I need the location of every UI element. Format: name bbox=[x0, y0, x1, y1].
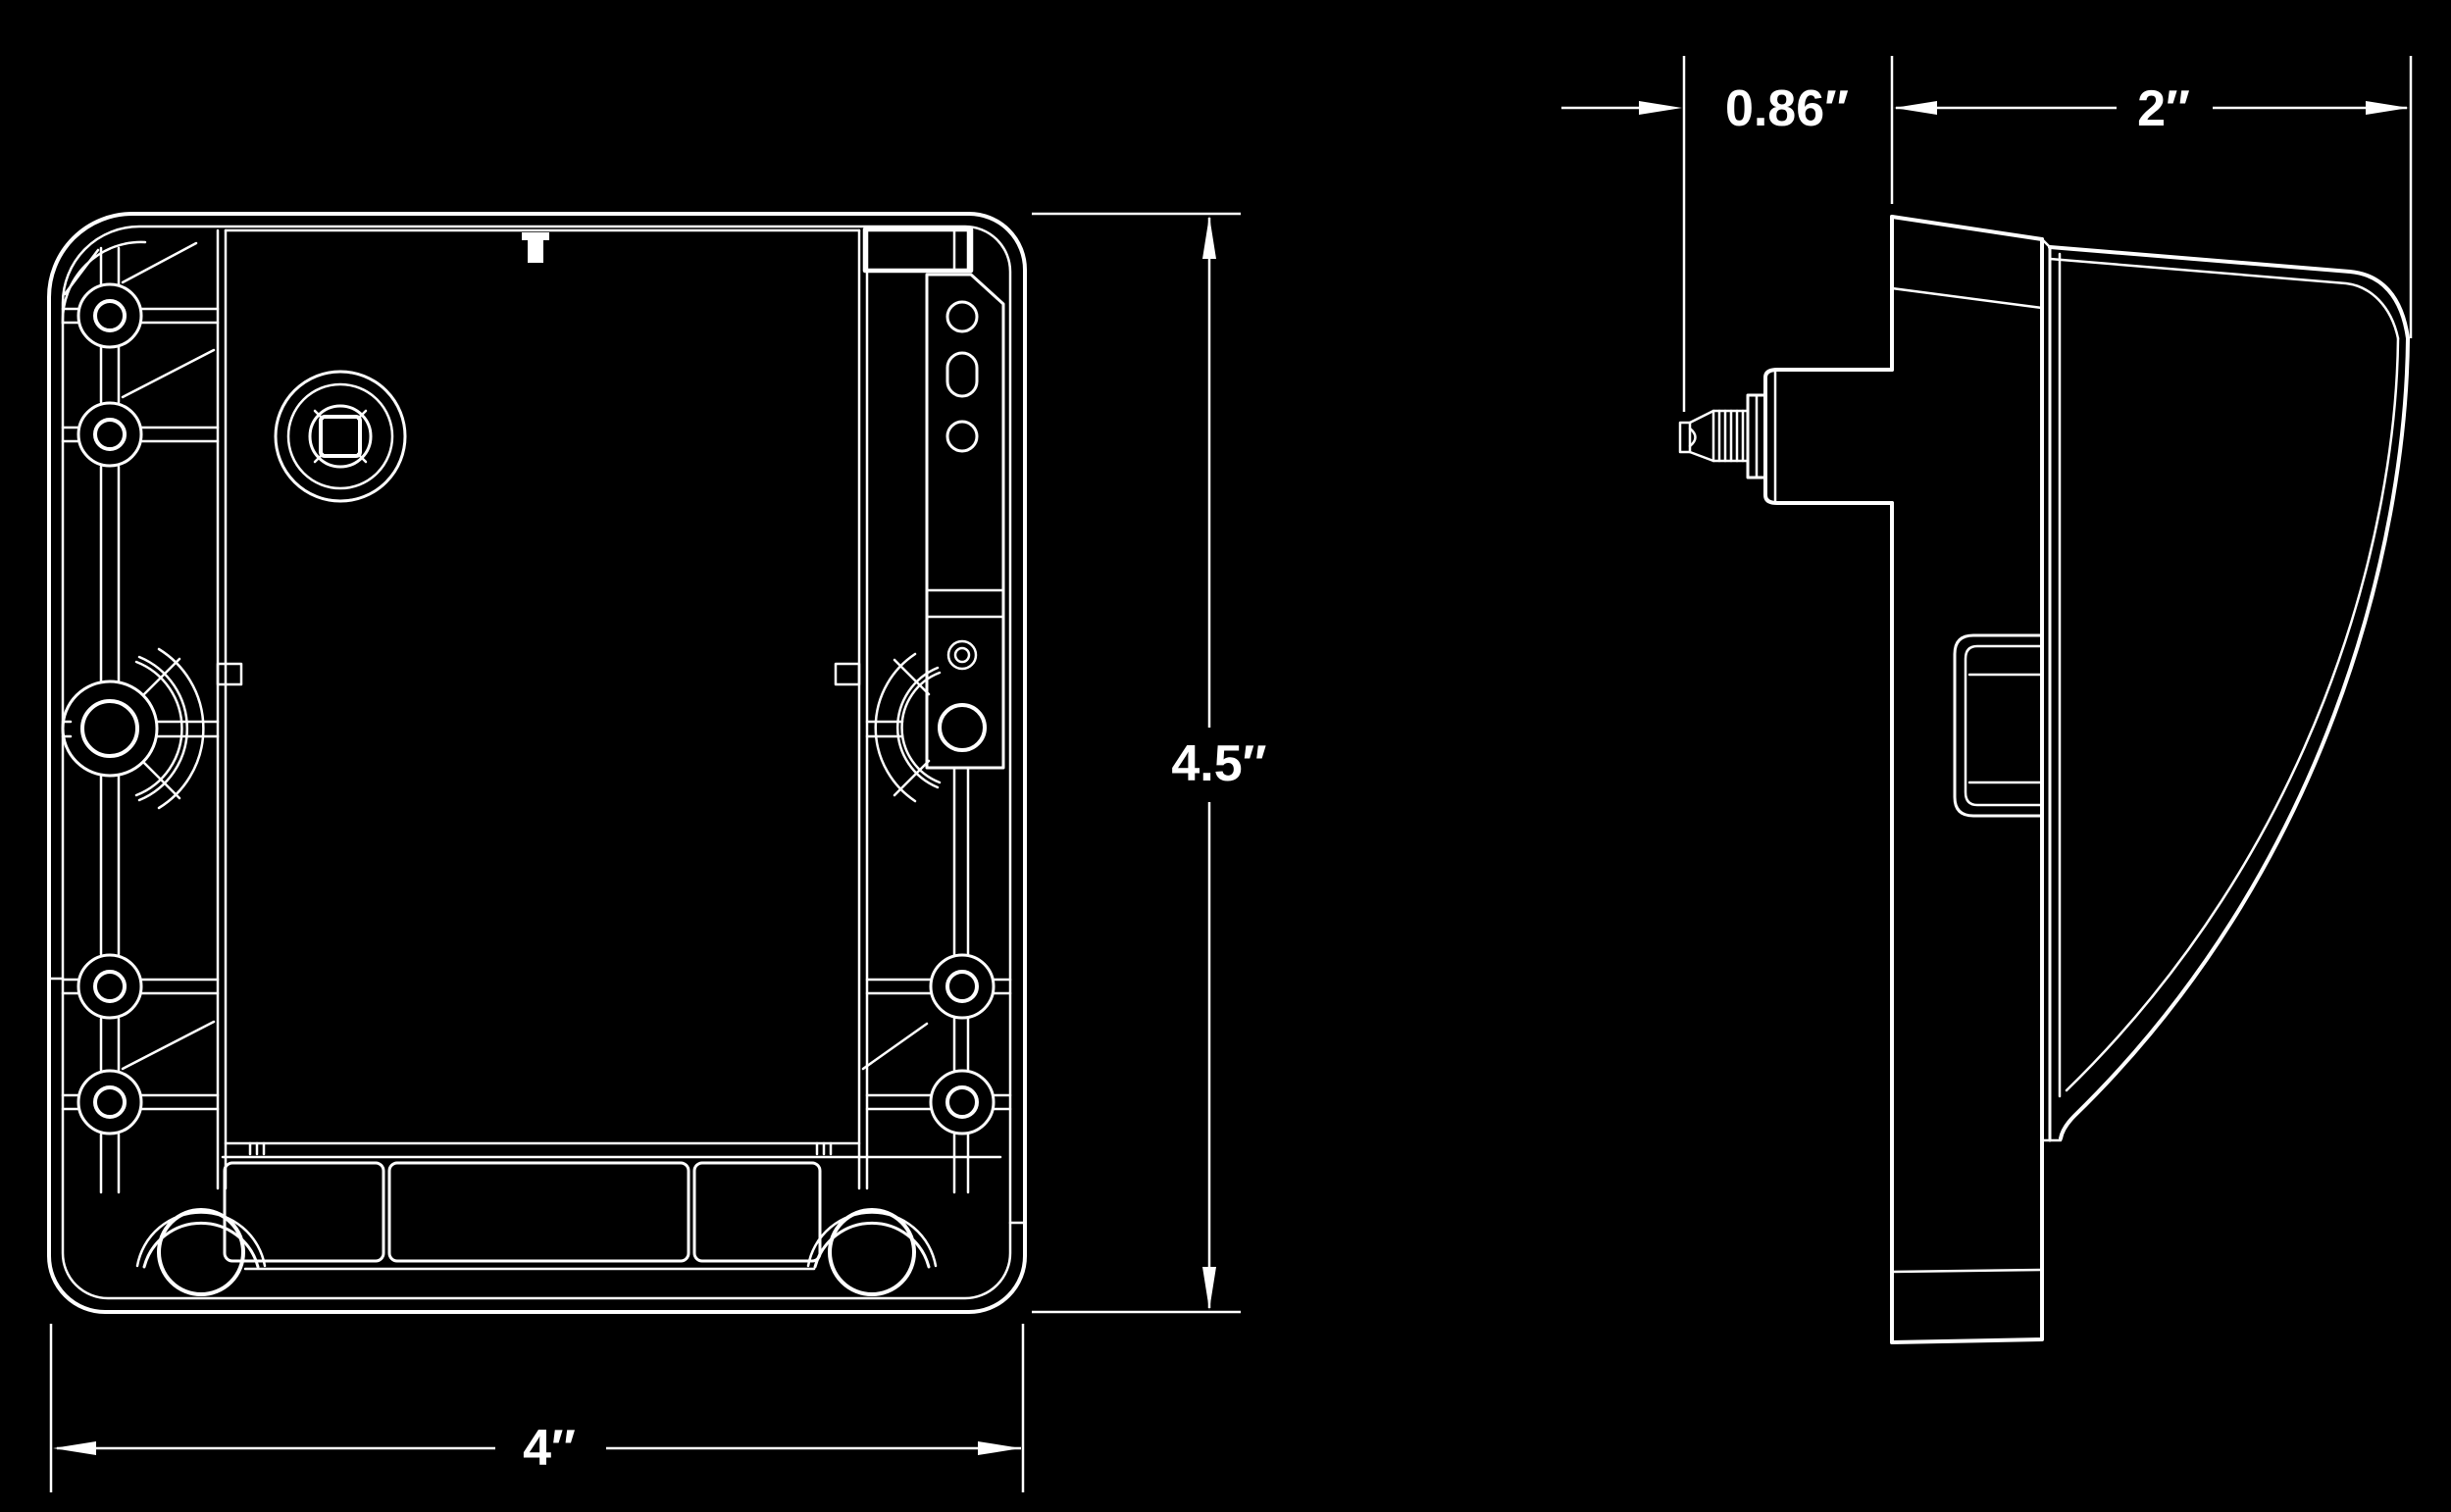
top-right-slot-block bbox=[862, 227, 974, 274]
dim-width: 4″ bbox=[49, 1324, 1025, 1492]
side-view bbox=[1678, 215, 2410, 1344]
bracket-hole-top bbox=[945, 300, 979, 333]
front-shaft-boss bbox=[274, 370, 407, 503]
side-mounting-plate bbox=[1890, 215, 2063, 1344]
side-housing-profile bbox=[2048, 245, 2410, 1140]
side-threaded-stud bbox=[1678, 368, 1894, 505]
dim-height: 4.5″ bbox=[1032, 212, 1267, 1314]
panel-top-key-tab bbox=[522, 232, 549, 263]
dimension-width-label: 4″ bbox=[523, 1420, 576, 1477]
stud-tip bbox=[1678, 421, 1692, 454]
side-clip bbox=[1953, 633, 2044, 818]
front-left-rail bbox=[61, 228, 228, 1194]
front-view bbox=[47, 212, 1027, 1314]
panel-left-tab bbox=[216, 662, 243, 686]
arrow-right-icon bbox=[1639, 101, 1682, 115]
right-large-hole bbox=[938, 703, 987, 752]
bracket-slot-hole bbox=[945, 351, 979, 398]
left-foot bbox=[135, 1208, 267, 1296]
arrow-right-icon bbox=[2366, 101, 2409, 115]
bracket-hole-mid bbox=[945, 420, 979, 453]
front-bottom-strip bbox=[135, 1161, 938, 1296]
dimension-stud-label: 0.86″ bbox=[1725, 80, 1849, 137]
dimension-height-label: 4.5″ bbox=[1171, 735, 1266, 792]
arrow-right-icon bbox=[978, 1441, 1021, 1455]
right-foot bbox=[806, 1208, 938, 1296]
panel-right-tab bbox=[834, 662, 861, 686]
front-left-large-hole bbox=[61, 647, 220, 810]
dimension-annotations: 4.5″ 4″ 0.86″ 2″ bbox=[49, 56, 2413, 1492]
dim-housing-depth: 2″ bbox=[1890, 56, 2413, 338]
arrow-left-icon bbox=[1894, 101, 1937, 115]
front-right-rail bbox=[857, 227, 1012, 1194]
arrow-up-icon bbox=[1202, 216, 1216, 259]
right-bracket-plate bbox=[925, 273, 1005, 770]
front-outer-boundary bbox=[47, 212, 1027, 1314]
dimension-depth-label: 2″ bbox=[2137, 80, 2190, 137]
arrow-down-icon bbox=[1202, 1267, 1216, 1310]
dim-stud-projection: 0.86″ bbox=[1561, 56, 1849, 412]
front-center-panel bbox=[216, 228, 1002, 1159]
arrow-left-icon bbox=[53, 1441, 96, 1455]
